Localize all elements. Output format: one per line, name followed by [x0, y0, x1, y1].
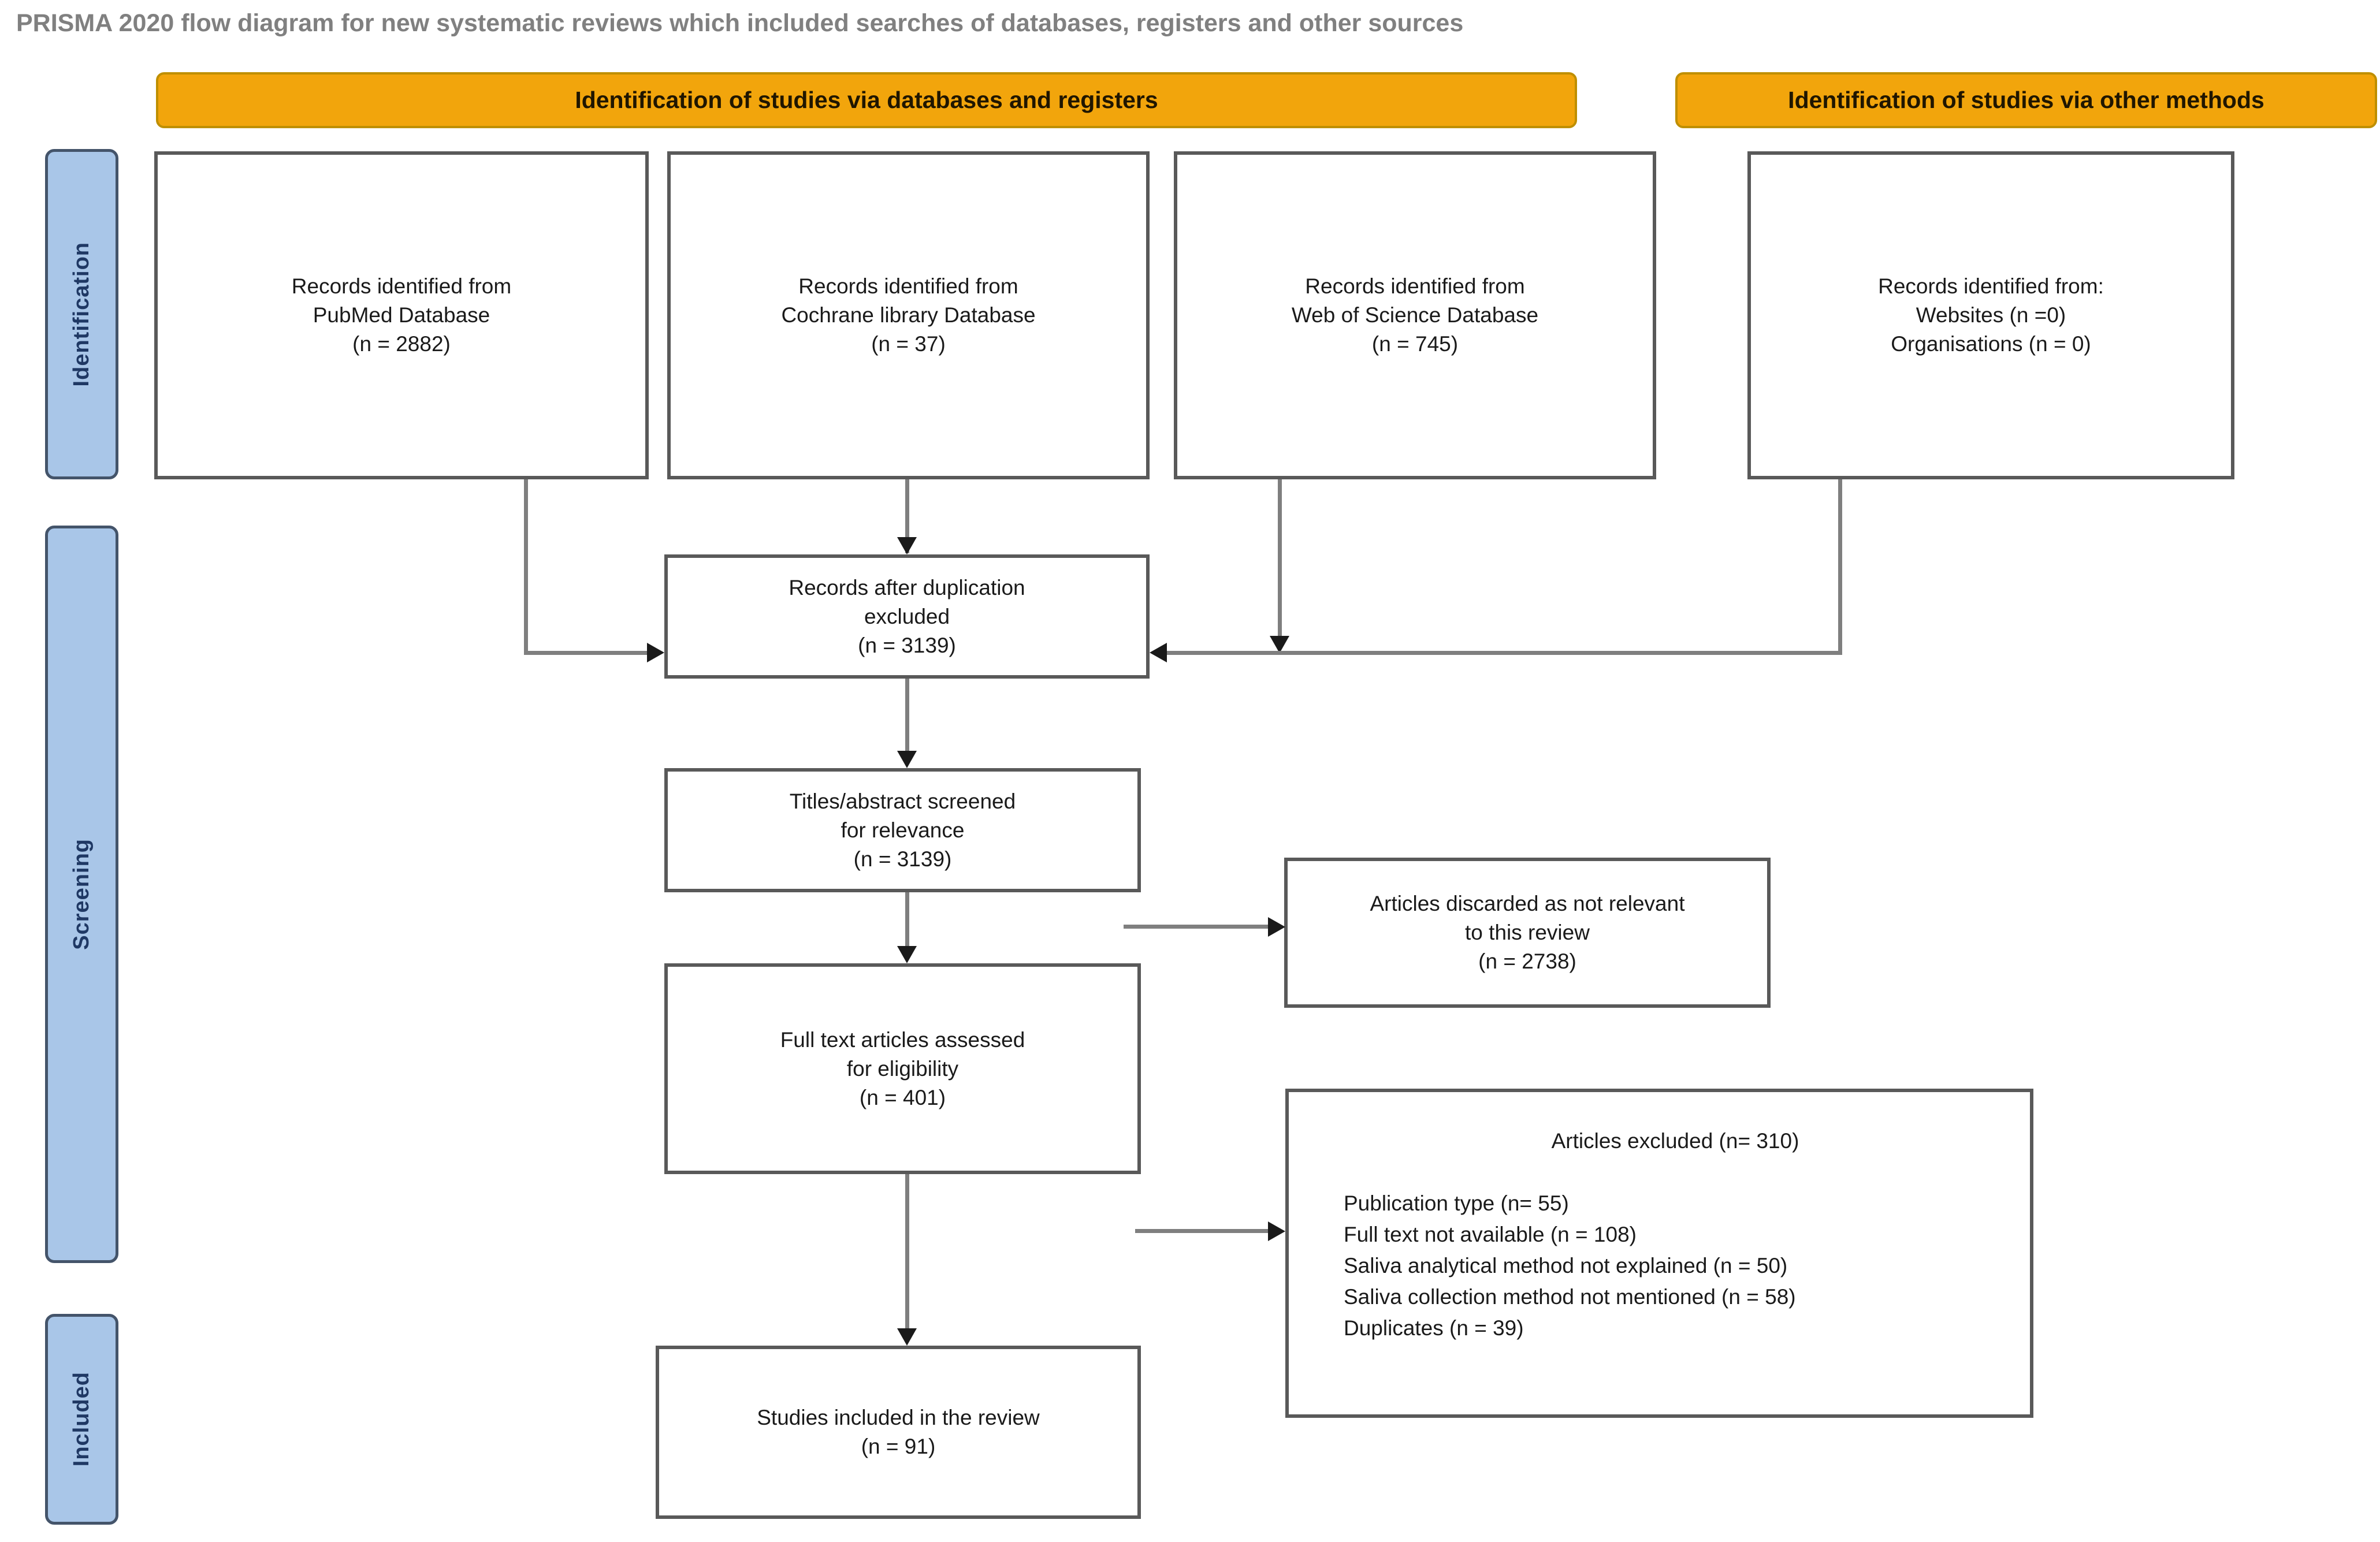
box-duplicates-excluded-line1: Records after duplication	[789, 575, 1025, 599]
stage-label-identification: Identification	[69, 241, 94, 387]
arrow-cochrane-to-dedup-vline	[905, 479, 909, 553]
box-fulltext-assessed: Full text articles assessed for eligibil…	[664, 963, 1141, 1174]
box-duplicates-excluded-line2: excluded	[864, 604, 950, 628]
stage-bar-included: Included	[45, 1314, 118, 1525]
stage-bar-screening: Screening	[45, 526, 118, 1263]
excluded-reason-analytical-method: Saliva analytical method not explained (…	[1344, 1254, 1788, 1277]
arrow-to-discarded-hline	[1124, 925, 1268, 929]
box-records-web-of-science: Records identified from Web of Science D…	[1174, 151, 1656, 479]
arrow-dedup-to-titles-vline	[905, 679, 909, 752]
box-records-cochrane: Records identified from Cochrane library…	[667, 151, 1150, 479]
arrowhead-pubmed-to-dedup	[647, 643, 664, 662]
arrowhead-titles-to-fulltext	[897, 946, 917, 963]
arrow-other-to-dedup-vline	[1838, 479, 1842, 655]
box-studies-included: Studies included in the review (n = 91)	[656, 1346, 1141, 1519]
excluded-reason-fulltext-unavailable: Full text not available (n = 108)	[1344, 1223, 1637, 1246]
box-records-other-sources: Records identified from: Websites (n =0)…	[1747, 151, 2234, 479]
arrow-to-excluded-hline	[1135, 1229, 1268, 1233]
stage-label-screening: Screening	[69, 839, 94, 950]
arrow-titles-to-fulltext-vline	[905, 892, 909, 947]
box-titles-abstract-screened: Titles/abstract screened for relevance (…	[664, 768, 1141, 892]
arrowhead-to-discarded	[1268, 917, 1285, 937]
box-records-cochrane-line2: Cochrane library Database	[781, 303, 1036, 327]
box-articles-discarded-line2: to this review	[1465, 921, 1590, 944]
box-articles-excluded: Articles excluded (n= 310) Publication t…	[1285, 1089, 2033, 1418]
box-records-other-organisations: Organisations (n = 0)	[1891, 332, 2091, 356]
box-articles-excluded-header: Articles excluded (n= 310)	[1551, 1129, 1799, 1153]
diagram-title: PRISMA 2020 flow diagram for new systema…	[16, 9, 1464, 37]
box-fulltext-assessed-count: (n = 401)	[859, 1085, 946, 1109]
box-records-wos-line1: Records identified from	[1305, 274, 1525, 298]
arrow-wos-to-merge-vline	[1278, 479, 1282, 636]
stage-label-included: Included	[69, 1372, 94, 1467]
box-studies-included-line1: Studies included in the review	[757, 1406, 1040, 1429]
box-records-pubmed-count: (n = 2882)	[352, 332, 451, 356]
arrowhead-to-excluded	[1268, 1221, 1285, 1241]
banner-other-methods-label: Identification of studies via other meth…	[1788, 87, 2264, 113]
stage-bar-identification: Identification	[45, 149, 118, 479]
box-records-cochrane-count: (n = 37)	[871, 332, 946, 356]
box-fulltext-assessed-line1: Full text articles assessed	[780, 1027, 1025, 1052]
excluded-reason-duplicates: Duplicates (n = 39)	[1344, 1316, 1524, 1340]
box-records-pubmed-line2: PubMed Database	[313, 303, 490, 327]
box-records-wos-line2: Web of Science Database	[1291, 303, 1539, 327]
box-records-wos-count: (n = 745)	[1371, 332, 1459, 356]
arrow-pubmed-to-dedup-vline	[524, 479, 528, 655]
box-fulltext-assessed-line2: for eligibility	[846, 1056, 959, 1081]
box-duplicates-excluded: Records after duplication excluded (n = …	[664, 554, 1150, 679]
box-articles-discarded-line1: Articles discarded as not relevant	[1370, 892, 1685, 915]
box-articles-discarded-count: (n = 2738)	[1478, 949, 1576, 973]
box-studies-included-count: (n = 91)	[861, 1435, 936, 1458]
box-records-other-line1: Records identified from:	[1878, 274, 2104, 298]
arrowhead-wos-to-merge	[1270, 636, 1289, 653]
arrowhead-cochrane-to-dedup	[897, 537, 917, 554]
arrow-fulltext-to-included-vline	[905, 1174, 909, 1329]
box-records-other-websites: Websites (n =0)	[1916, 303, 2066, 327]
excluded-reason-publication-type: Publication type (n= 55)	[1344, 1191, 1569, 1215]
box-titles-screened-line2: for relevance	[841, 818, 965, 842]
box-records-pubmed: Records identified from PubMed Database …	[154, 151, 649, 479]
box-records-pubmed-line1: Records identified from	[291, 274, 512, 298]
box-records-cochrane-line1: Records identified from	[798, 274, 1018, 298]
arrowhead-dedup-to-titles	[897, 751, 917, 768]
banner-databases-registers: Identification of studies via databases …	[156, 72, 1577, 128]
arrow-pubmed-to-dedup-hline	[524, 651, 647, 655]
arrow-other-to-dedup-hline	[1167, 651, 1840, 655]
banner-other-methods: Identification of studies via other meth…	[1675, 72, 2377, 128]
box-articles-discarded: Articles discarded as not relevant to th…	[1284, 858, 1771, 1008]
arrowhead-other-to-dedup	[1150, 643, 1167, 662]
banner-databases-registers-label: Identification of studies via databases …	[575, 87, 1158, 113]
arrowhead-fulltext-to-included	[897, 1328, 917, 1346]
box-titles-screened-count: (n = 3139)	[853, 847, 952, 871]
excluded-reason-collection-method: Saliva collection method not mentioned (…	[1344, 1285, 1796, 1309]
box-titles-screened-line1: Titles/abstract screened	[789, 789, 1016, 813]
box-duplicates-excluded-count: (n = 3139)	[858, 633, 956, 657]
